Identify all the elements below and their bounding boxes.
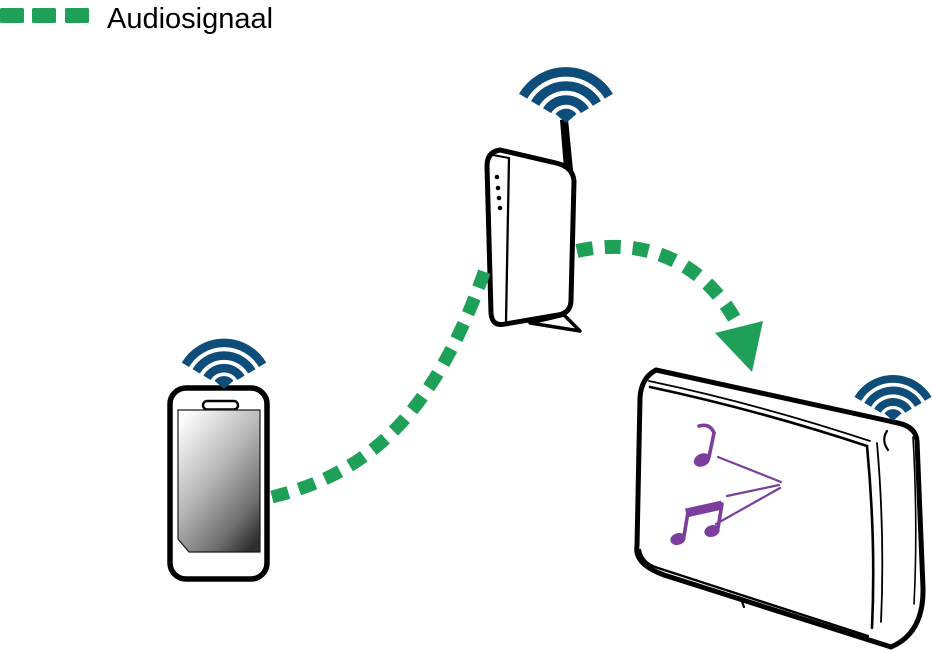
router-foot: [528, 313, 582, 333]
speaker-seam-notch: [883, 429, 890, 452]
music-notes: [670, 423, 783, 546]
sound-line: [714, 486, 782, 526]
wifi-icon-smartphone: [185, 343, 262, 389]
note-flag: [697, 423, 716, 435]
smartphone-earpiece: [201, 399, 240, 411]
speaker-top-rim-inner: [648, 385, 869, 448]
speaker-right-seam: [865, 444, 875, 630]
router-led: [496, 195, 502, 201]
legend: Audiosignaal: [0, 3, 273, 35]
audio-signal-connections: [270, 239, 763, 504]
speaker-right-seam-2: [876, 442, 884, 623]
speaker-status-led: [739, 597, 746, 609]
router-top-crease: [492, 154, 510, 159]
router-led: [495, 185, 501, 191]
speaker-side-line: [912, 436, 917, 605]
smartphone: [167, 385, 270, 582]
legend-dash: [65, 8, 89, 23]
audio-signal-path-router-to-speaker: [575, 239, 746, 331]
sound-line: [716, 455, 783, 484]
note-beam: [685, 500, 723, 518]
music-note-single: [693, 423, 716, 467]
audio-signal-path-phone-to-router: [270, 261, 494, 504]
router-body: [484, 147, 577, 327]
router-front-crease: [504, 156, 511, 324]
note-head: [693, 453, 711, 467]
legend-dash: [32, 8, 56, 23]
speaker-body: [634, 367, 926, 650]
note-stem: [707, 431, 716, 459]
router-led: [497, 205, 503, 211]
speaker-base-line: [638, 548, 870, 638]
wireless-router: [484, 119, 582, 333]
wireless-speaker: [634, 367, 926, 650]
router-antenna: [560, 119, 574, 181]
legend-label: Audiosignaal: [107, 3, 273, 35]
note-head: [670, 532, 686, 546]
speaker-top-rim-outer: [648, 380, 871, 442]
note-head: [704, 524, 720, 538]
legend-dash: [0, 8, 24, 23]
router-led: [494, 174, 500, 180]
sound-line: [725, 483, 781, 498]
audio-signal-arrowhead: [715, 321, 763, 372]
wifi-icon-router: [523, 72, 609, 123]
sound-wave-lines: [714, 455, 783, 526]
music-note-beamed: [670, 500, 724, 546]
smartphone-screen: [177, 409, 261, 553]
speaker-plinth-line: [653, 570, 881, 644]
